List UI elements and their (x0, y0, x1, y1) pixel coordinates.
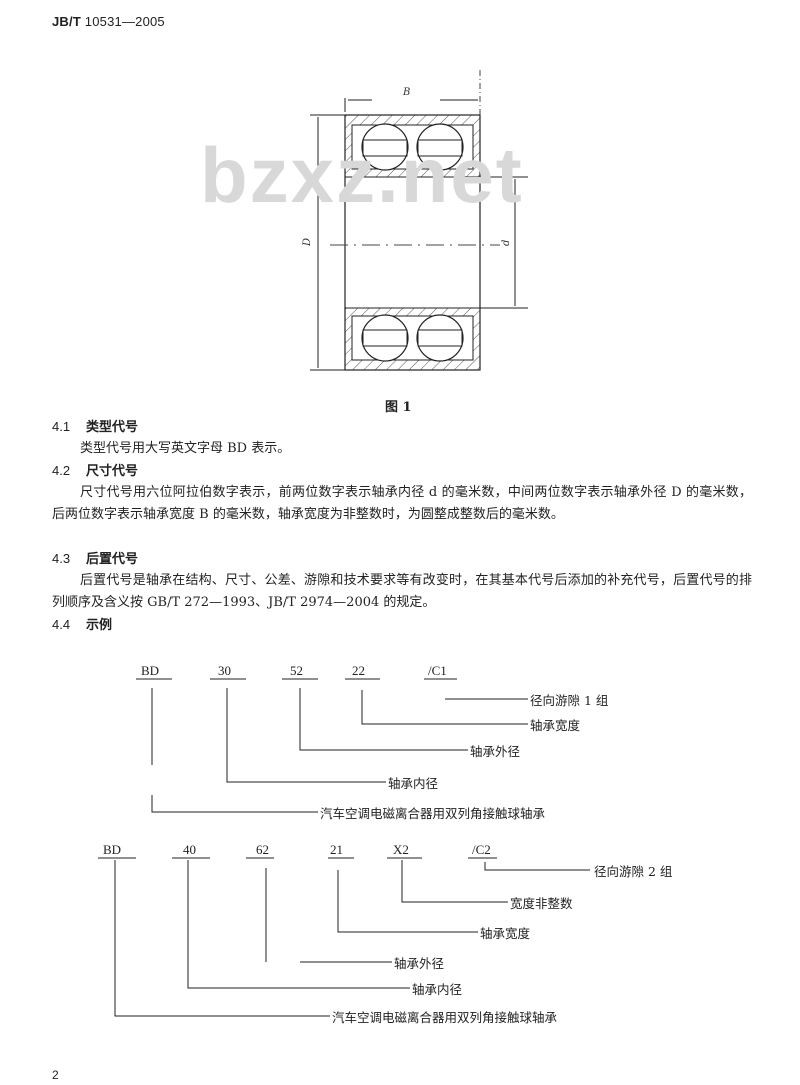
section-heading-4-1: 4.1 类型代号 (52, 416, 138, 439)
example-1-label-width: 轴承宽度 (530, 718, 581, 733)
figure-caption: 图 1 (385, 400, 412, 415)
section-heading-4-3: 4.3 后置代号 (52, 548, 138, 571)
page-number: 2 (52, 1068, 59, 1082)
example-2-code-outer: 62 (256, 842, 269, 857)
section-para-4-2: 尺寸代号用六位阿拉伯数字表示，前两位数字表示轴承内径 d 的毫米数，中间两位数字… (52, 485, 752, 522)
bearing-section-drawing: B D d (302, 70, 528, 371)
example-1-code-width: 22 (352, 663, 365, 678)
example-2-label-clearance: 径向游隙 2 组 (594, 864, 673, 879)
header-number: 10531—2005 (84, 14, 165, 29)
section-number: 4.2 (52, 463, 71, 478)
example-2-code-type: BD (103, 842, 122, 857)
svg-text:B: B (402, 87, 410, 98)
example-2-label-noninteger: 宽度非整数 (510, 896, 573, 911)
example-2-code-width: 21 (330, 842, 343, 857)
example-2-label-type: 汽车空调电磁离合器用双列角接触球轴承 (332, 1010, 558, 1025)
example-2-code-inner: 40 (183, 842, 196, 857)
standard-header: JB/T 10531—2005 (52, 14, 165, 29)
example-2-code-noninteger: X2 (393, 842, 409, 857)
example-1-code-suffix: /C1 (428, 663, 447, 678)
section-title: 后置代号 (86, 552, 139, 567)
section-title: 示例 (86, 618, 113, 633)
header-prefix: JB/T (52, 14, 81, 29)
example-2-label-inner: 轴承内径 (412, 982, 463, 997)
section-para-4-1: 类型代号用大写英文字母 BD 表示。 (80, 441, 291, 456)
section-number: 4.4 (52, 617, 71, 632)
svg-text:d: d (501, 240, 512, 246)
section-heading-4-4: 4.4 示例 (52, 614, 112, 637)
example-1-label-type: 汽车空调电磁离合器用双列角接触球轴承 (320, 806, 546, 821)
example-1-code-type: BD (141, 663, 160, 678)
section-number: 4.3 (52, 551, 71, 566)
example-2-label-outer: 轴承外径 (394, 956, 445, 971)
example-1-label-outer: 轴承外径 (470, 744, 521, 759)
section-heading-4-2: 4.2 尺寸代号 (52, 460, 138, 483)
example-2-code-suffix: /C2 (472, 842, 491, 857)
example-1-label-clearance: 径向游隙 1 组 (530, 693, 609, 708)
example-1-label-inner: 轴承内径 (388, 776, 439, 791)
example-1-code-outer: 52 (290, 663, 303, 678)
section-para-4-3: 后置代号是轴承在结构、尺寸、公差、游隙和技术要求等有改变时，在其基本代号后添加的… (52, 573, 752, 610)
section-number: 4.1 (52, 419, 71, 434)
example-1-code-inner: 30 (218, 663, 231, 678)
watermark: bzxz.net (200, 131, 524, 219)
example-2-label-width: 轴承宽度 (480, 926, 531, 941)
section-title: 类型代号 (86, 420, 139, 435)
section-title: 尺寸代号 (86, 464, 139, 479)
svg-text:D: D (302, 238, 313, 247)
